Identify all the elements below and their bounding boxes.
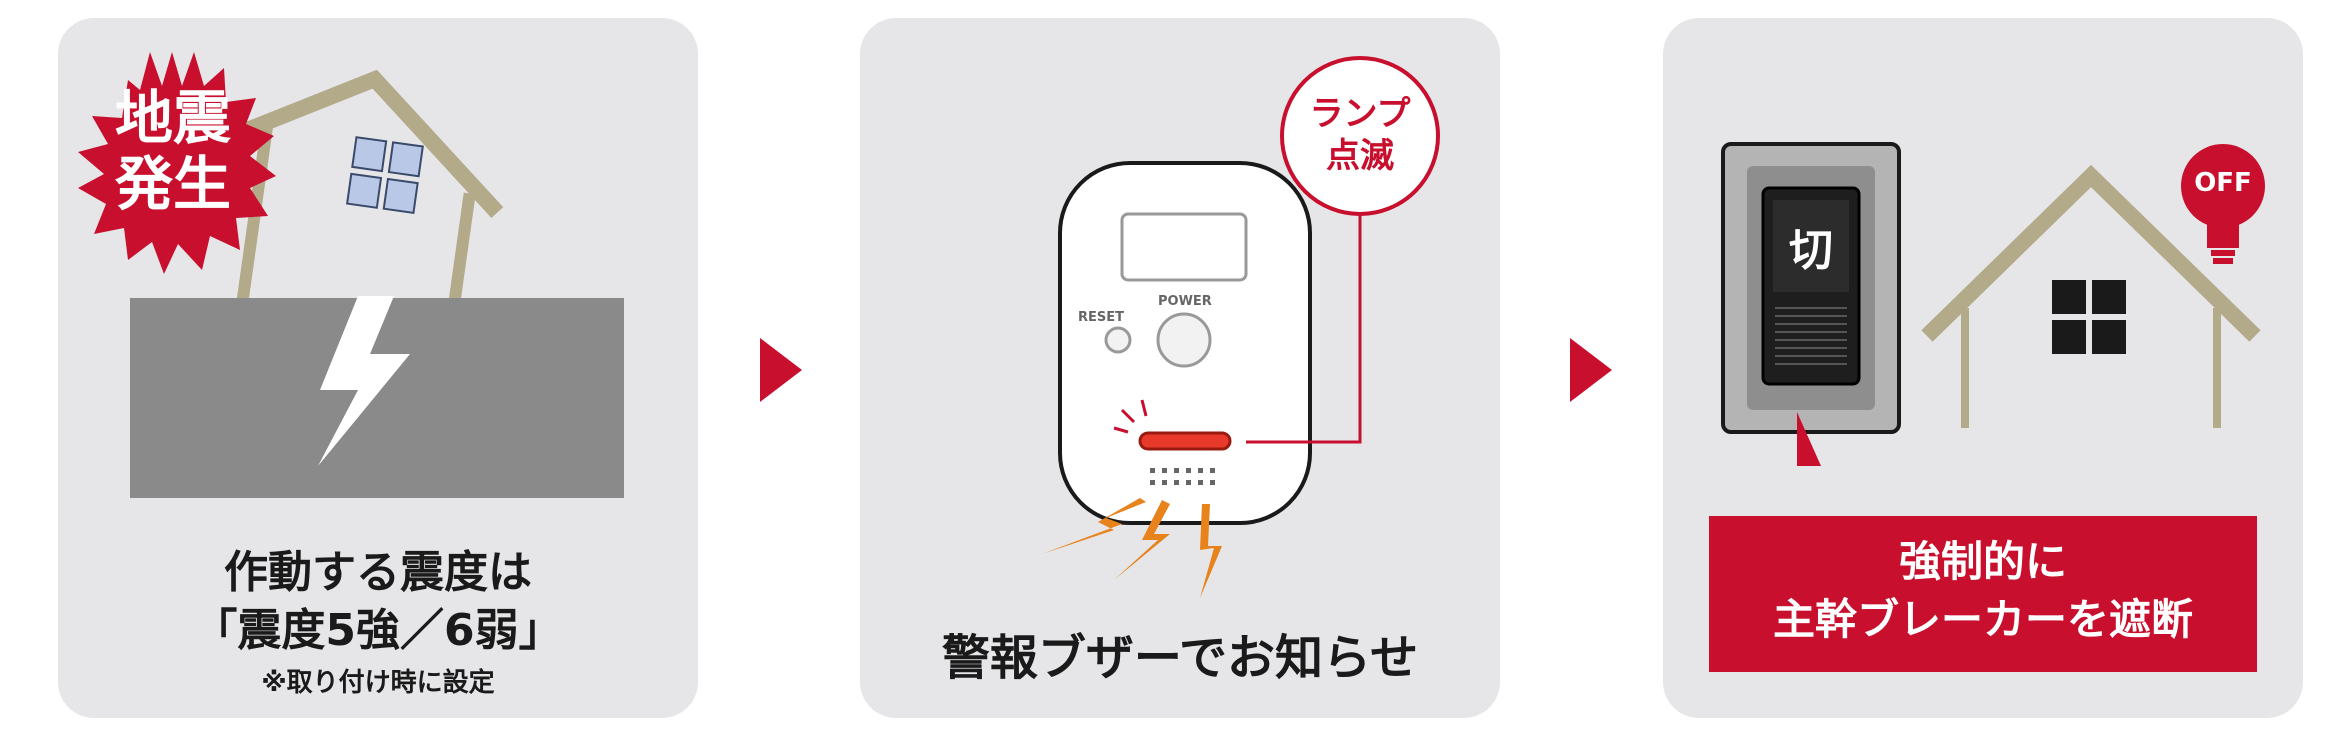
step1-note: ※取り付け時に設定: [261, 668, 495, 698]
lamp-line2: 点滅: [1326, 136, 1394, 176]
switch-ridges: [1775, 307, 1847, 365]
buzzer-zigzag-icon: [1042, 498, 1146, 554]
chevron-right-icon: [760, 338, 802, 402]
step2-panel: RESET POWER ランプ 点滅 警報ブザーでお知らせ: [860, 18, 1500, 718]
badge-line2: 発生: [114, 150, 231, 218]
step3-panel: 切 OFF 強制的に 主幹ブレーカーを遮断: [1663, 18, 2303, 718]
lamp-line1: ランプ: [1309, 94, 1411, 134]
chevron-right-icon: [1570, 338, 1612, 402]
step3-caption-box: 強制的に 主幹ブレーカーを遮断: [1709, 516, 2257, 672]
sensor-device-illustration: [1042, 56, 1440, 598]
reset-button: [1104, 326, 1132, 354]
badge-starburst: [78, 52, 276, 274]
speech-pointer: [1797, 412, 1821, 466]
bulb-off-icon: [2181, 144, 2265, 264]
step1-title-line2: 「震度5強／6弱」: [193, 605, 563, 656]
lamp-indicator: [1138, 431, 1232, 451]
house-icon: [1921, 164, 2261, 428]
badge-line1: 地震: [114, 84, 231, 152]
buzzer-zigzag-icon: [1200, 504, 1222, 598]
power-button: [1156, 312, 1212, 368]
tilted-house-icon: [221, 69, 504, 333]
starburst-icon: [78, 52, 276, 274]
lightning-icon: [318, 296, 410, 466]
step3-caption-line1: 強制的に: [1898, 537, 2067, 586]
buzzer-zigzag-icon: [1114, 500, 1170, 580]
breaker-illustration: [1721, 142, 2265, 466]
lamp-callout-circle: [1280, 56, 1440, 216]
step1-panel: 地震 発生 作動する震度は 「震度5強／6弱」 ※取り付け時に設定: [58, 18, 698, 718]
step1-title-line1: 作動する震度は: [224, 547, 532, 598]
bulb-label: OFF: [2194, 168, 2252, 198]
power-label: POWER: [1158, 294, 1212, 309]
speaker-grille: [1150, 468, 1215, 485]
step2-caption: 警報ブザーでお知らせ: [941, 630, 1419, 686]
step3-caption-line2: 主幹ブレーカーを遮断: [1772, 595, 2193, 644]
switch-label: 切: [1789, 225, 1833, 276]
callout-line: [1246, 198, 1362, 444]
earthquake-illustration: [130, 69, 624, 498]
display-window: [1120, 212, 1248, 282]
reset-label: RESET: [1078, 310, 1125, 325]
